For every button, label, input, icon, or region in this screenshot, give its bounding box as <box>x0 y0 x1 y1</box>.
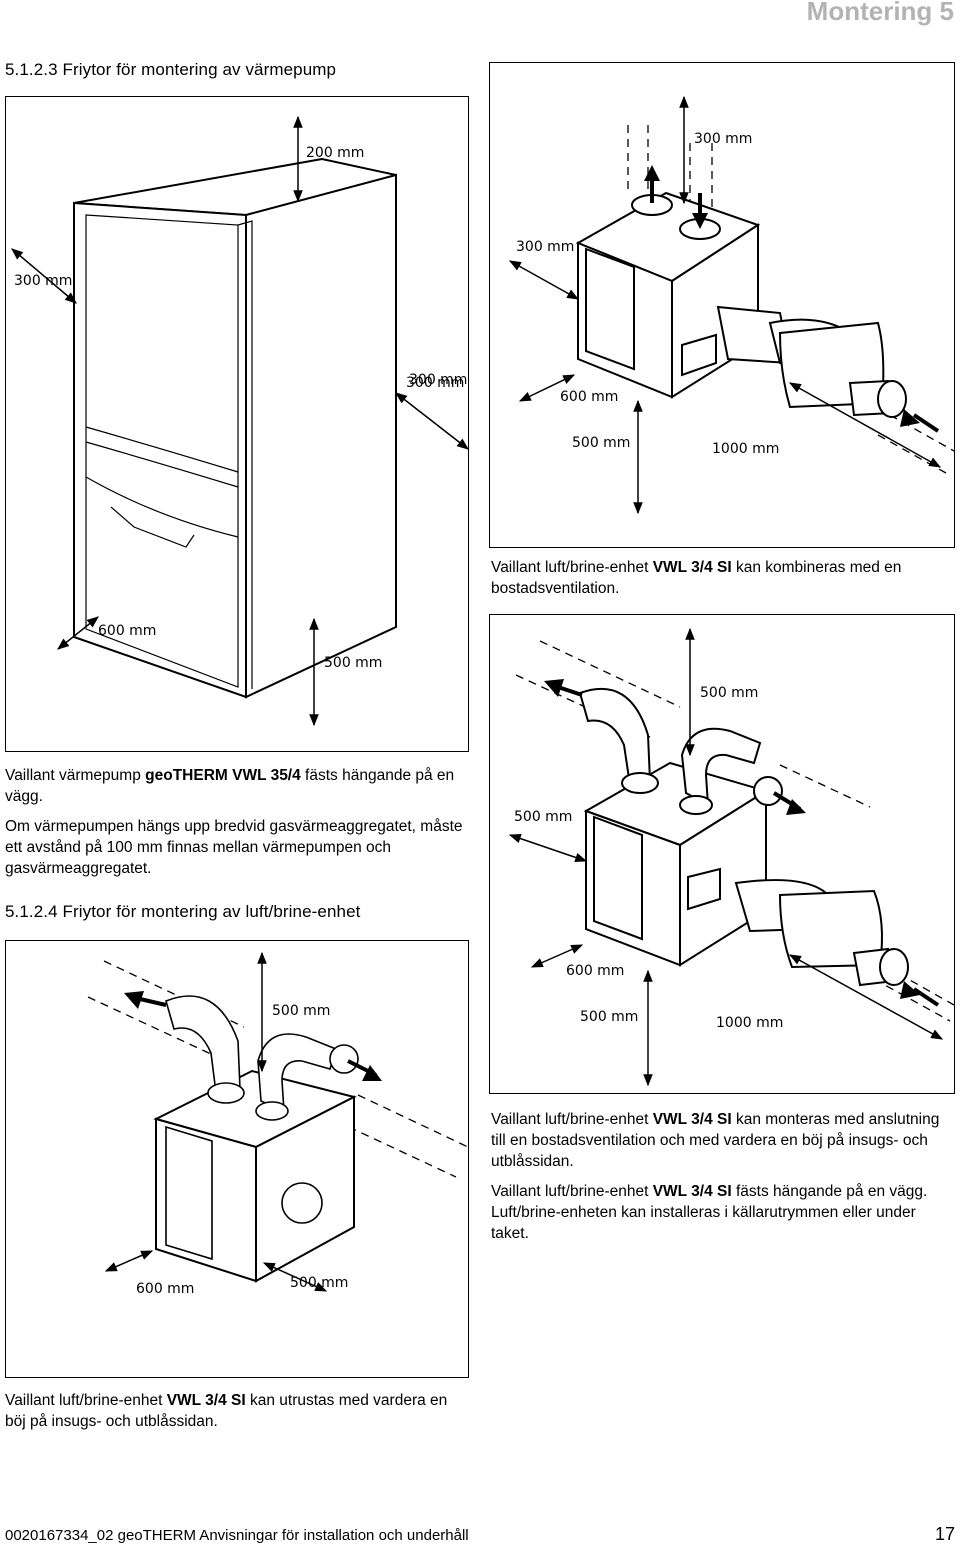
dim-500-left: 500 mm <box>514 809 572 825</box>
brine-unit-drawing: 500 mm 600 mm 500 mm <box>87 951 469 1297</box>
ventilation-caption: Vaillant luft/brine-enhet VWL 3/4 SI kan… <box>491 559 902 597</box>
brine-caption: Vaillant luft/brine-enhet VWL 3/4 SI kan… <box>5 1392 448 1430</box>
dim-300-front-label: 300 mm <box>409 372 468 388</box>
brine-ventilation-drawing: 300 mm 300 mm 300 mm 600 mm 500 mm 1000 … <box>410 95 955 515</box>
page-number: 17 <box>935 1524 956 1544</box>
brine-unit-clearance-figure: 500 mm 600 mm 500 mm <box>5 940 469 1378</box>
dim-300-left: 300 mm <box>14 273 72 289</box>
heatpump-caption: Vaillant värmepump geoTHERM VWL 35/4 fäs… <box>5 767 455 805</box>
heatpump-note: Om värmepumpen hängs upp bredvid gasvärm… <box>5 818 463 877</box>
heatpump-model: geoTHERM VWL 35/4 <box>145 767 301 784</box>
footer-document-title: 0020167334_02 geoTHERM Anvisningar för i… <box>5 1527 469 1544</box>
dim-500-top: 500 mm <box>272 1003 330 1019</box>
dim-600: 600 mm <box>98 623 156 639</box>
brine-model: VWL 3/4 SI <box>166 1392 246 1409</box>
dim-600: 600 mm <box>136 1281 194 1297</box>
bends-model: VWL 3/4 SI <box>652 1111 732 1128</box>
brine-bends-ventilation-drawing: 500 mm 500 mm 600 mm 500 mm 1000 mm <box>508 627 955 1087</box>
bends-caption: Vaillant luft/brine-enhet VWL 3/4 SI kan… <box>491 1111 940 1170</box>
dim-300-right: 300 mm <box>406 375 464 391</box>
dim-500: 500 mm <box>324 655 382 671</box>
section-heading-brine: 5.1.2.4 Friytor för montering av luft/br… <box>5 902 361 921</box>
wall-mount-caption: Vaillant luft/brine-enhet VWL 3/4 SI fäs… <box>491 1183 928 1242</box>
section-heading-heatpump: 5.1.2.3 Friytor för montering av värmepu… <box>5 60 337 79</box>
cabinet-front <box>73 201 247 699</box>
dim-300-top: 300 mm <box>694 131 752 147</box>
ventilation-model: VWL 3/4 SI <box>652 559 732 576</box>
dim-500-top: 500 mm <box>700 685 758 701</box>
dim-300-left: 300 mm <box>516 239 574 255</box>
dim-500-bottom: 500 mm <box>580 1009 638 1025</box>
brine-ventilation-figure: 300 mm 300 mm 300 mm 600 mm 500 mm 1000 … <box>410 62 955 548</box>
dim-200: 200 mm <box>306 145 364 161</box>
dim-500: 500 mm <box>572 435 630 451</box>
wall-mount-model: VWL 3/4 SI <box>652 1183 732 1200</box>
dim-600: 600 mm <box>566 963 624 979</box>
heatpump-drawing: 200 mm 300 mm 300 mm 600 mm 500 mm <box>11 115 469 727</box>
heatpump-clearance-figure: 200 mm 300 mm 300 mm 600 mm 500 mm <box>5 96 469 752</box>
brine-bends-ventilation-figure: 500 mm 500 mm 600 mm 500 mm 1000 mm <box>489 614 955 1094</box>
dim-500-bottom: 500 mm <box>290 1275 348 1291</box>
dim-600: 600 mm <box>560 389 618 405</box>
dim-1000: 1000 mm <box>712 441 779 457</box>
cabinet-side <box>245 173 397 699</box>
dim-1000: 1000 mm <box>716 1015 783 1031</box>
chapter-header: Montering 5 <box>806 0 954 26</box>
